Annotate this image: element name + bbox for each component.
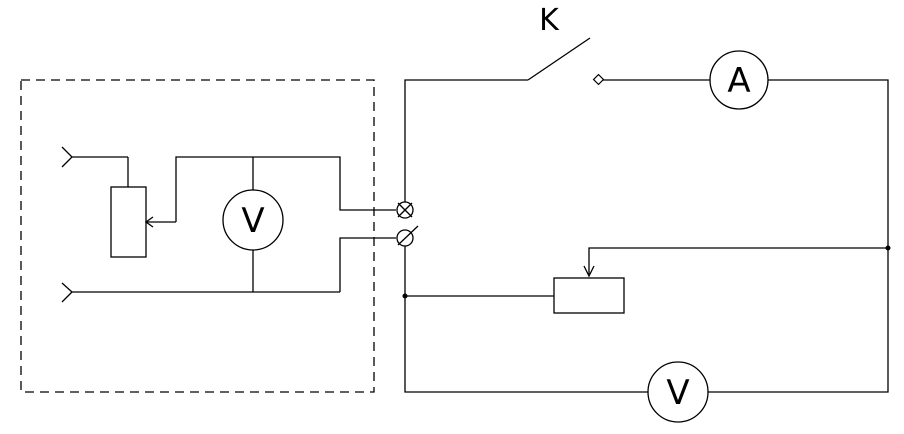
switch-contact — [592, 73, 605, 86]
inner-wiring — [72, 156, 396, 293]
output-terminal-top — [396, 201, 414, 219]
ammeter-label: A — [727, 61, 750, 101]
inner-rheostat — [110, 186, 147, 258]
switch-label: K — [539, 3, 560, 38]
input-terminal-bottom — [61, 282, 73, 303]
outer-voltmeter: V — [647, 361, 709, 423]
junction-dot-left — [402, 293, 408, 299]
junction-dot-right — [885, 245, 891, 251]
outer-voltmeter-label: V — [666, 373, 689, 413]
outer-rheostat — [553, 277, 625, 314]
device-enclosure — [20, 79, 375, 393]
input-terminal-top — [61, 146, 73, 168]
output-terminal-bottom — [396, 225, 419, 247]
outer-wiring — [404, 37, 889, 393]
inner-voltmeter-label: V — [241, 201, 264, 241]
ammeter: A — [709, 50, 769, 110]
inner-voltmeter: V — [222, 189, 284, 251]
